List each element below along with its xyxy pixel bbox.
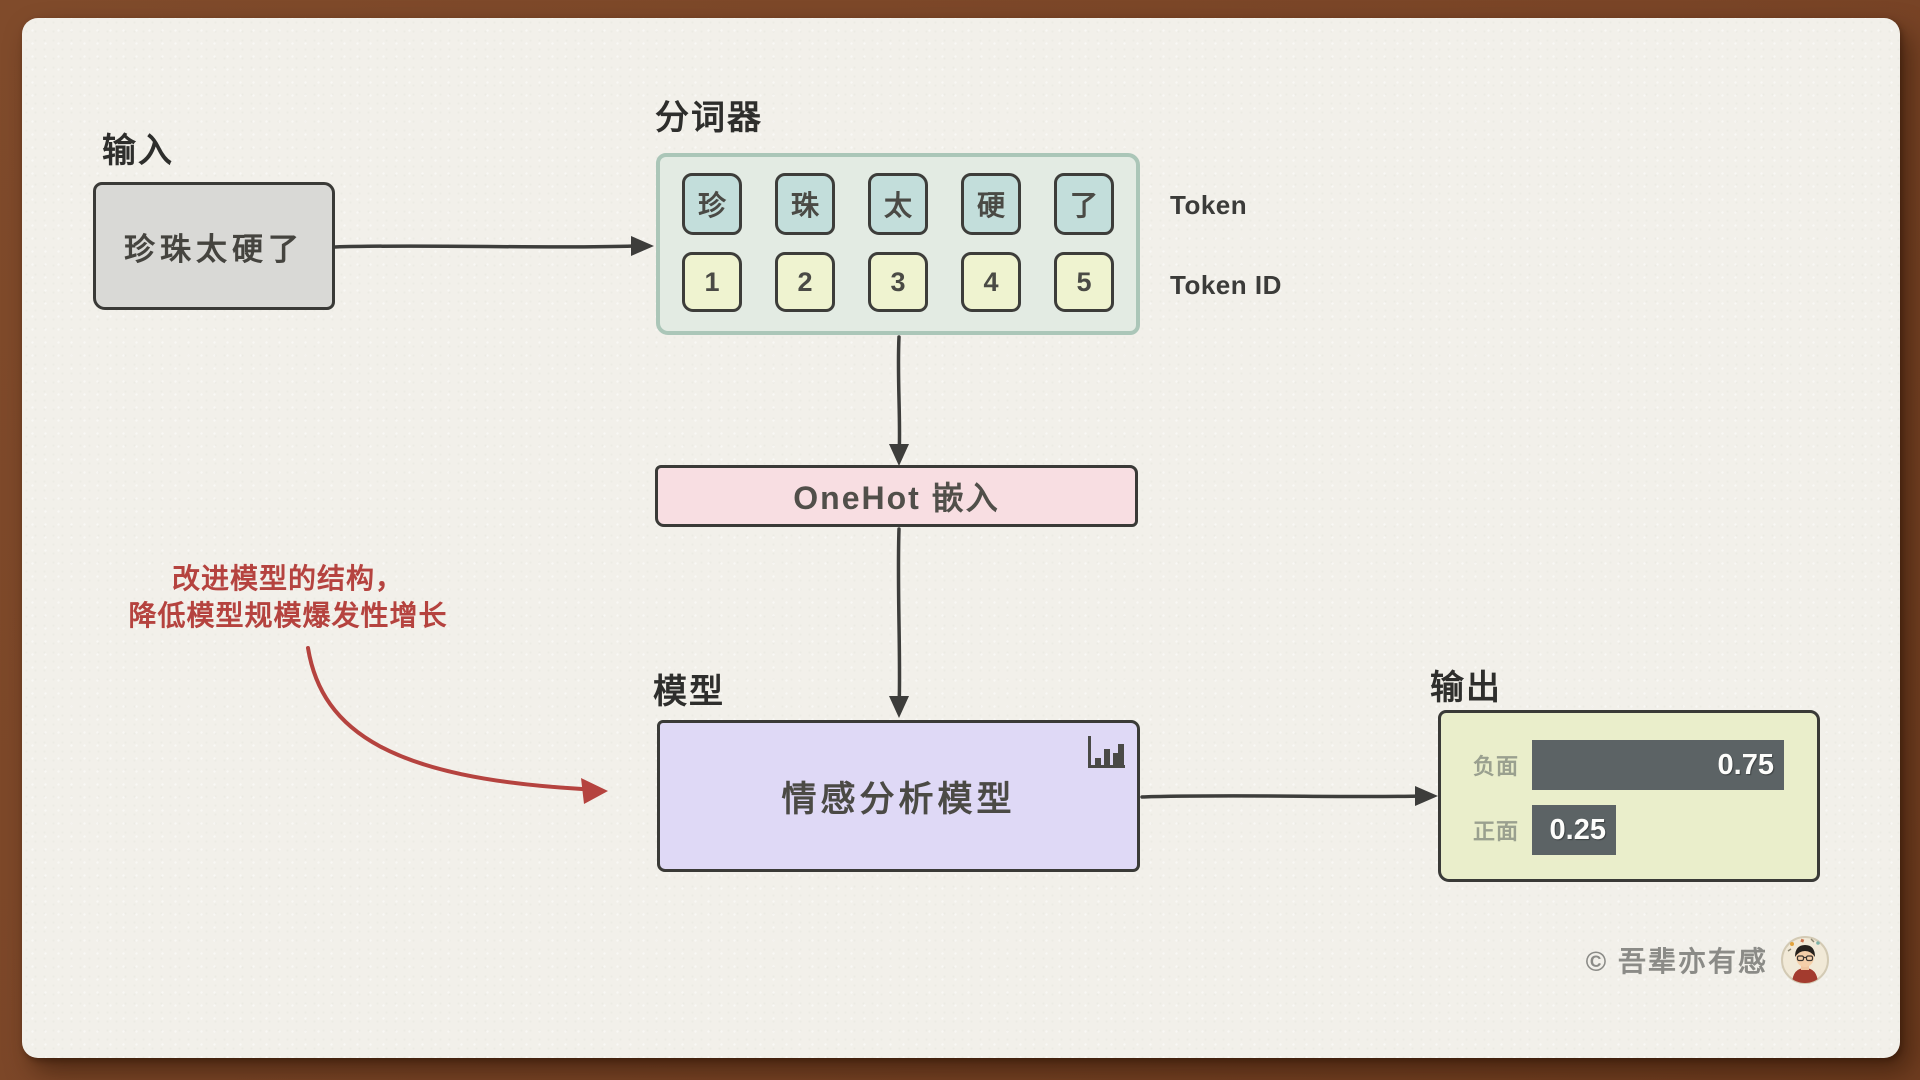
negative-label: 负面 bbox=[1472, 754, 1519, 779]
token-id-row: 1 2 3 4 5 bbox=[682, 252, 1114, 312]
model-box: 情感分析模型 bbox=[657, 720, 1140, 872]
annotation-line-1: 改进模型的结构， bbox=[171, 563, 404, 594]
watermark: © 吾辈亦有感 bbox=[1578, 935, 1830, 985]
arrowhead bbox=[631, 236, 654, 256]
token-row-label: Token bbox=[1170, 190, 1248, 220]
onehot-embedding-label: OneHot 嵌入 bbox=[793, 480, 1000, 516]
watermark-text: © 吾辈亦有感 bbox=[1585, 946, 1768, 977]
token-id-row-label: Token ID bbox=[1170, 270, 1282, 300]
onehot-embedding-box: OneHot 嵌入 bbox=[655, 465, 1138, 527]
arrow-model-to-output bbox=[1140, 794, 1426, 799]
arrowhead bbox=[889, 444, 909, 466]
input-section-label: 输入 bbox=[102, 132, 174, 170]
arrow-input-to-tokenizer bbox=[333, 244, 636, 249]
red-arrowhead bbox=[581, 778, 608, 804]
annotation-text: 改进模型的结构， 降低模型规模爆发性增长 bbox=[112, 560, 464, 634]
token-id-cell: 3 bbox=[868, 252, 928, 312]
token-cell: 太 bbox=[868, 173, 928, 235]
output-row-negative: 负面 0.75 bbox=[1441, 740, 1817, 790]
output-row-positive: 正面 0.25 bbox=[1441, 805, 1817, 855]
model-name: 情感分析模型 bbox=[781, 779, 1016, 819]
output-panel: 负面 0.75 正面 0.25 bbox=[1438, 710, 1820, 882]
positive-value: 0.25 bbox=[1549, 813, 1606, 846]
token-cell: 硬 bbox=[961, 173, 1021, 235]
negative-value: 0.75 bbox=[1717, 748, 1774, 781]
red-annotation-arrow bbox=[306, 646, 584, 791]
input-sentence: 珍珠太硬了 bbox=[124, 231, 304, 267]
arrow-tokenizer-to-embedding bbox=[896, 335, 902, 458]
negative-bar-track: 0.75 bbox=[1532, 740, 1868, 790]
positive-bar: 0.25 bbox=[1532, 805, 1616, 855]
arrow-embedding-to-model bbox=[896, 527, 902, 710]
token-cell: 珍 bbox=[682, 173, 742, 235]
tokenizer-panel: 珍 珠 太 硬 了 1 2 3 4 5 bbox=[656, 153, 1140, 335]
token-id-cell: 1 bbox=[682, 252, 742, 312]
token-id-cell: 5 bbox=[1054, 252, 1114, 312]
token-cell: 珠 bbox=[775, 173, 835, 235]
tokenizer-section-label: 分词器 bbox=[655, 99, 763, 137]
token-id-cell: 4 bbox=[961, 252, 1021, 312]
bar-chart-icon bbox=[1088, 736, 1125, 768]
token-cell: 了 bbox=[1054, 173, 1114, 235]
token-id-cell: 2 bbox=[775, 252, 835, 312]
output-section-label: 输出 bbox=[1430, 669, 1502, 707]
arrowhead bbox=[889, 696, 909, 718]
token-row: 珍 珠 太 硬 了 bbox=[682, 173, 1114, 235]
arrowhead bbox=[1415, 786, 1438, 806]
positive-bar-track: 0.25 bbox=[1532, 805, 1868, 855]
negative-bar: 0.75 bbox=[1532, 740, 1784, 790]
annotation-line-2: 降低模型规模爆发性增长 bbox=[128, 600, 448, 631]
model-section-label: 模型 bbox=[653, 673, 725, 711]
input-box: 珍珠太硬了 bbox=[93, 182, 335, 310]
positive-label: 正面 bbox=[1472, 819, 1519, 844]
author-avatar-icon bbox=[1781, 936, 1829, 984]
diagram-canvas: 输入 珍珠太硬了 分词器 珍 珠 太 硬 了 1 2 3 4 5 Token T… bbox=[22, 18, 1900, 1058]
